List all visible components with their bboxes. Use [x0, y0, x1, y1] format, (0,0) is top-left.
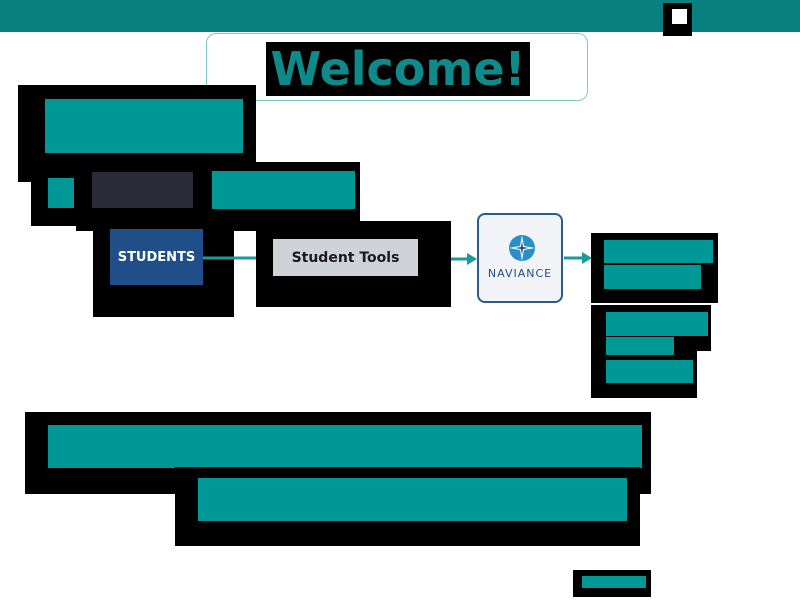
students-button[interactable]: STUDENTS: [110, 229, 203, 285]
teal-text-placeholder: [48, 425, 642, 468]
arrow-right-icon: [451, 253, 477, 265]
teal-footer-placeholder: [582, 576, 646, 588]
teal-link-placeholder[interactable]: [606, 312, 708, 336]
student-tools-button[interactable]: Student Tools: [273, 239, 418, 276]
compass-star-icon: [509, 235, 535, 261]
teal-link-placeholder[interactable]: [604, 265, 701, 289]
teal-link-placeholder[interactable]: [604, 240, 713, 263]
close-button[interactable]: [663, 3, 692, 36]
teal-icon-placeholder: [48, 178, 74, 208]
naviance-wordmark: NAVIANCE: [487, 267, 553, 280]
dark-button-placeholder[interactable]: [92, 172, 193, 208]
teal-link-placeholder[interactable]: [606, 337, 674, 355]
teal-link-placeholder[interactable]: [606, 360, 693, 383]
teal-banner-placeholder: [45, 99, 243, 153]
teal-button-placeholder[interactable]: [212, 171, 355, 209]
arrow-right-icon: [564, 252, 592, 264]
naviance-tile[interactable]: NAVIANCE: [477, 213, 563, 303]
teal-text-placeholder: [198, 478, 627, 521]
close-icon: [672, 9, 687, 24]
page-title: Welcome!: [266, 42, 530, 96]
